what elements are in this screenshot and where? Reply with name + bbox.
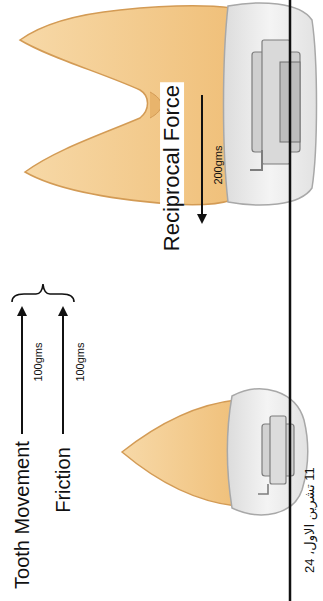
incisor-crown: [228, 389, 308, 515]
molar-root: [20, 6, 232, 205]
force-value: 100gms: [32, 342, 44, 381]
force-label: Reciprocal Force: [160, 82, 184, 254]
movement-arrow: [21, 308, 23, 434]
friction-label: Friction: [52, 447, 74, 513]
incisor-hook: [258, 484, 268, 494]
archwire: [289, 0, 292, 601]
date-stamp: 11 تشرين الاول، 24: [303, 467, 317, 573]
incisor-bracket-wing: [270, 416, 286, 484]
force-value: 100gms: [74, 342, 86, 381]
friction-arrow: [62, 308, 64, 434]
molar-crown: [224, 3, 317, 205]
brace: [12, 284, 74, 302]
molar-hook: [250, 150, 262, 170]
movement-label: Tooth Movement: [11, 441, 33, 589]
force-value: 200gms: [212, 145, 224, 184]
force-arrow: [201, 95, 203, 222]
incisor-root: [122, 400, 236, 506]
